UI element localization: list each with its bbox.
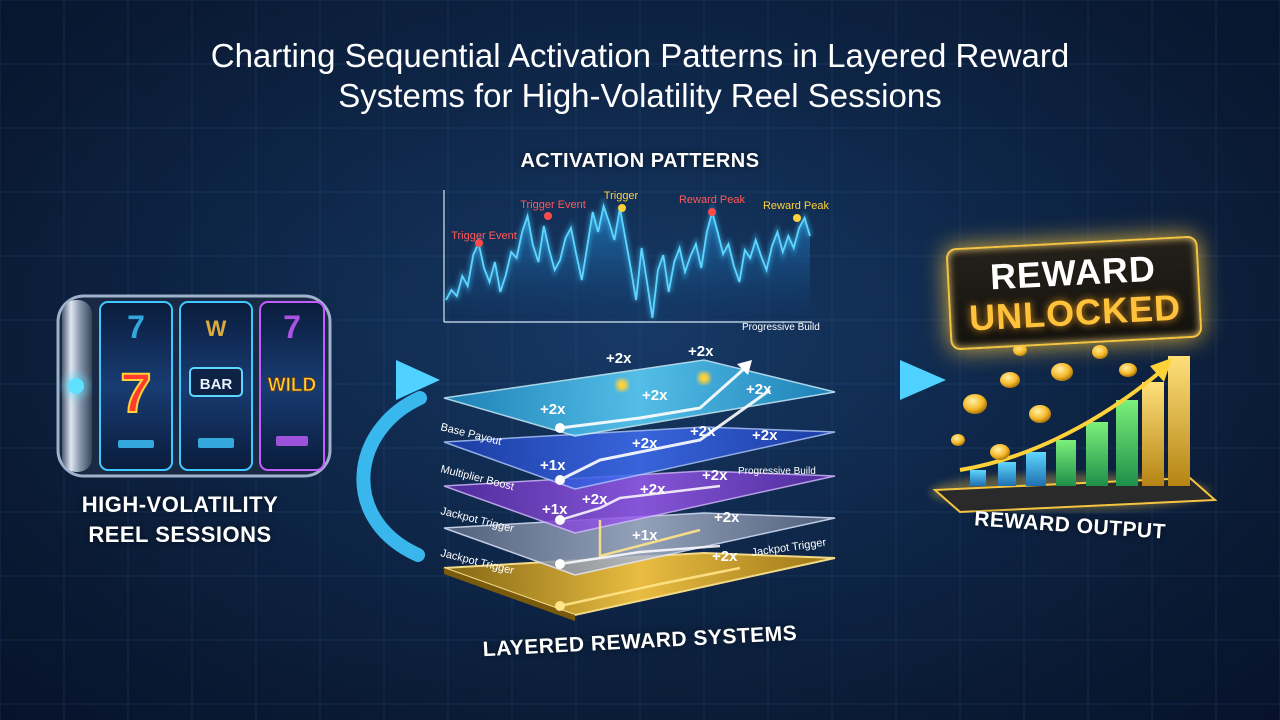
coin-icon <box>990 444 1010 460</box>
activation-node <box>555 601 565 611</box>
reel-3-symbol-wild: WILD <box>268 375 317 396</box>
growth-bar <box>998 462 1016 486</box>
reel-1-symbol-seven: 7 <box>120 361 151 424</box>
reel-2-symbol-bar: BAR <box>200 376 233 393</box>
coin-icon <box>1051 363 1073 381</box>
reel-3-glyph <box>276 436 308 446</box>
coin-icon <box>1029 405 1051 423</box>
reel-1-glyph <box>118 440 154 448</box>
reel-2-symbol-top: W <box>206 316 227 341</box>
multiplier-label: +2x <box>752 427 778 444</box>
trigger-event-marker <box>475 239 483 247</box>
growth-arrow-head <box>1150 358 1172 382</box>
reel-1-symbol-top: 7 <box>127 309 145 345</box>
multiplier-label: +1x <box>540 457 566 474</box>
coin-shower <box>951 344 1137 460</box>
activation-path-multiplier <box>559 484 721 522</box>
layer-base-blue <box>443 426 836 490</box>
coin-icon <box>951 434 965 446</box>
growth-bar <box>1026 452 1046 486</box>
growth-arrow-line <box>959 370 1162 472</box>
growth-bar <box>970 470 986 486</box>
trigger-label: Trigger <box>604 190 639 202</box>
layer-jackpot-gold-edge <box>444 568 575 621</box>
multiplier-label: +2x <box>642 387 668 404</box>
multiplier-label: +2x <box>606 350 632 367</box>
growth-bar <box>1056 440 1076 486</box>
activation-node <box>555 515 565 525</box>
multiplier-label: +1x <box>542 501 568 518</box>
coin-icon <box>1119 363 1137 377</box>
activation-path-base <box>559 388 771 482</box>
reward-peak-label: Reward Peak <box>763 200 830 212</box>
trigger-event-label: Trigger Event <box>451 230 517 242</box>
flow-arrow-layers-head <box>900 360 946 400</box>
activation-node <box>555 475 565 485</box>
activation-path-top <box>559 366 746 430</box>
reel-2-glyph <box>198 438 234 448</box>
activation-path-silver <box>559 544 721 566</box>
activation-node <box>555 559 565 569</box>
multiplier-label: +2x <box>540 401 566 418</box>
reward-peak-marker <box>708 208 716 216</box>
growth-bar <box>1086 422 1108 486</box>
reel-sessions-caption: HIGH-VOLATILITY REEL SESSIONS <box>40 490 320 550</box>
trigger-event-marker <box>544 212 552 220</box>
activation-arrowhead <box>737 360 752 375</box>
reward-unlocked-banner: REWARD UNLOCKED <box>945 235 1203 351</box>
multiplier-label: +2x <box>582 491 608 508</box>
multiplier-label: +2x <box>712 548 738 565</box>
reel-1 <box>99 301 173 471</box>
multiplier-label: +2x <box>746 381 772 398</box>
multiplier-label: +1x <box>632 527 658 544</box>
multiplier-label: +2x <box>688 343 714 360</box>
multiplier-label: +2x <box>714 509 740 526</box>
multiplier-label: +2x <box>702 467 728 484</box>
reel-caption-line2: REEL SESSIONS <box>88 522 272 547</box>
growth-bar <box>1116 400 1138 486</box>
activation-node <box>555 423 565 433</box>
layer-top-cyan <box>443 359 836 437</box>
reward-peak-label: Reward Peak <box>679 194 746 206</box>
activation-path-jackpot <box>598 520 701 558</box>
growth-bar <box>1142 382 1164 486</box>
multiplier-label: +2x <box>640 481 666 498</box>
activation-node <box>616 379 628 391</box>
reel-caption-line1: HIGH-VOLATILITY <box>81 492 279 517</box>
reel-3 <box>259 301 325 471</box>
coin-icon <box>1092 345 1108 359</box>
activation-heading: ACTIVATION PATTERNS <box>520 150 760 172</box>
multiplier-label: +2x <box>690 423 716 440</box>
multiplier-labels: +2x +2x +2x +2x +2x +2x +1x +2x +2x +2x … <box>540 343 778 565</box>
reel-core-glow <box>62 372 90 400</box>
coin-icon <box>963 394 987 414</box>
trigger-event-label: Trigger Event <box>520 199 586 211</box>
activation-node <box>698 372 710 384</box>
loop-arrow <box>356 391 427 562</box>
progressive-build-note: Progressive Build <box>742 322 820 333</box>
activation-line <box>445 202 811 319</box>
diagram-title-line1: Charting Sequential Activation Patterns … <box>210 37 1070 74</box>
progressive-build-note: Progressive Build <box>738 466 816 477</box>
reel-2-bar-box <box>189 367 243 397</box>
flow-arrow-reels-head <box>396 360 440 400</box>
reel-3-symbol-top: 7 <box>283 309 301 345</box>
multiplier-label: +2x <box>632 435 658 452</box>
growth-bar <box>1168 356 1190 486</box>
diagram-title-line2: Systems for High-Volatility Reel Session… <box>338 77 942 114</box>
reward-peak-marker <box>793 214 801 222</box>
coin-icon <box>1000 372 1020 388</box>
trigger-marker <box>618 204 626 212</box>
activation-path-gold <box>559 566 741 608</box>
